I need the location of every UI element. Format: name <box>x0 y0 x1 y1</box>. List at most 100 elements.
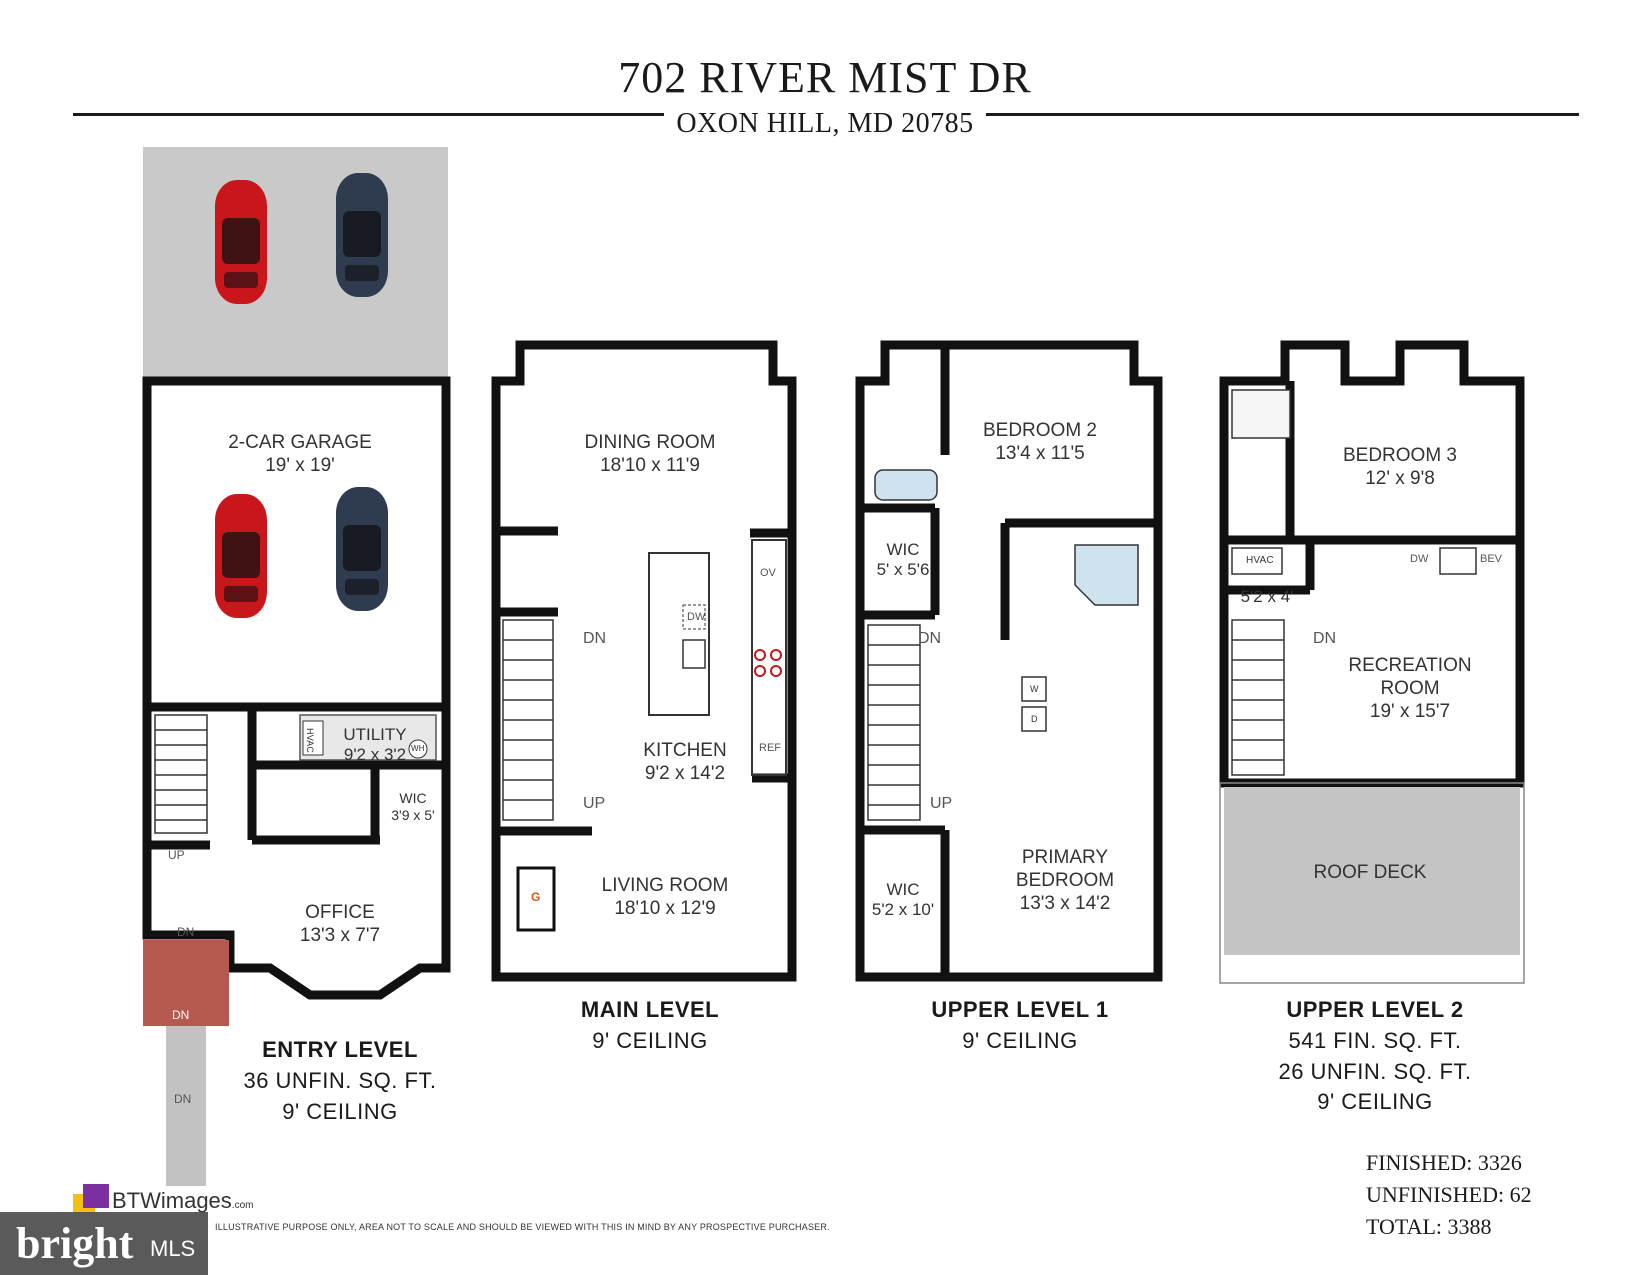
primary-dim: 13'3 x 14'2 <box>1019 892 1111 914</box>
main-stairs-up-label: UP <box>583 795 606 812</box>
main-level-walls <box>491 340 797 982</box>
bedroom-2-label: BEDROOM 2 13'4 x 11'5 <box>965 420 1115 466</box>
roof-deck-area <box>1224 787 1520 955</box>
driveway <box>143 147 448 379</box>
upper-level-1-ceiling: 9' CEILING <box>962 1027 1078 1053</box>
city-line-wrap: OXON HILL, MD 20785 <box>0 108 1650 140</box>
hvac-closet-dim: 5'2 x 4' <box>1240 587 1294 606</box>
upper-level-1-caption: UPPER LEVEL 1 9' CEILING <box>905 995 1135 1057</box>
kitchen-name: KITCHEN <box>643 740 727 761</box>
upper1-stairs-dn-label: DN <box>918 630 942 647</box>
red-car-driveway <box>215 180 267 304</box>
refrigerator-tag: REF <box>759 742 781 754</box>
upper-level-2-ceiling: 9' CEILING <box>1317 1089 1433 1115</box>
primary-bedroom-label: PRIMARY BEDROOM 13'3 x 14'2 <box>990 847 1140 915</box>
main-level-caption: MAIN LEVEL 9' CEILING <box>545 995 755 1057</box>
fireplace-g-tag: G <box>531 890 541 904</box>
utility-label: UTILITY 9'2 x 3'2 <box>330 725 420 766</box>
upper-level-1-title: UPPER LEVEL 1 <box>931 997 1109 1022</box>
upper1-tub <box>874 469 938 501</box>
entry-wic-name: WIC <box>399 790 427 806</box>
btw-logo-suffix: .com <box>231 1200 254 1211</box>
living-name: LIVING ROOM <box>601 875 729 896</box>
dining-room-label: DINING ROOM 18'10 x 11'9 <box>560 432 740 478</box>
entry-hvac-tag: HVAC <box>305 728 315 754</box>
water-heater-tag: WH <box>411 744 425 753</box>
bedroom3-dim: 12' x 9'8 <box>1365 467 1435 489</box>
recreation-name-2: ROOM <box>1380 677 1440 699</box>
entry-level-walls <box>142 376 451 1000</box>
stoop-dn-label: DN <box>172 1008 190 1022</box>
bright-logo-text: bright <box>16 1219 134 1268</box>
entry-level-caption: ENTRY LEVEL 36 UNFIN. SQ. FT. 9' CEILING <box>230 1035 450 1127</box>
upper1-wic-top-name: WIC <box>886 540 920 559</box>
entry-level-unfin: 36 UNFIN. SQ. FT. <box>243 1067 437 1093</box>
blue-car-driveway <box>336 173 388 297</box>
property-address: 702 RIVER MIST DR <box>618 53 1032 102</box>
walkway-dn-label: DN <box>174 1092 192 1106</box>
entry-stairs-up-label: UP <box>168 848 185 862</box>
living-dim: 18'10 x 12'9 <box>614 897 716 919</box>
upper-level-1-walls <box>855 340 1163 982</box>
bev-fridge-tag: BEV <box>1480 553 1503 565</box>
bedroom2-name: BEDROOM 2 <box>982 420 1098 441</box>
upper1-wic-top-label: WIC 5' x 5'6 <box>868 540 938 581</box>
cooktop-burners <box>754 649 782 677</box>
kitchen-island <box>648 552 710 716</box>
upper-level-2-unfin: 26 UNFIN. SQ. FT. <box>1278 1058 1472 1084</box>
recreation-room-label: RECREATION ROOM 19' x 15'7 <box>1335 655 1485 723</box>
garage-name: 2-CAR GARAGE <box>228 432 372 453</box>
upper2-hvac-tag: HVAC <box>1246 555 1274 566</box>
entry-dn-label: DN <box>177 925 195 939</box>
bright-mls-logo: bright MLS <box>0 1212 208 1275</box>
upper2-stairs <box>1231 619 1285 776</box>
dining-dim: 18'10 x 11'9 <box>600 454 700 476</box>
bedroom3-name: BEDROOM 3 <box>1342 445 1458 466</box>
red-car-garage <box>215 494 267 618</box>
finished-total: FINISHED: 3326 <box>1366 1150 1522 1175</box>
island-sink <box>682 639 706 669</box>
upper2-stairs-dn-label: DN <box>1313 630 1337 647</box>
primary-soaking-tub <box>1074 544 1139 606</box>
upper2-hvac-unit <box>1231 547 1283 575</box>
upper-level-2-caption: UPPER LEVEL 2 541 FIN. SQ. FT. 26 UNFIN.… <box>1255 995 1495 1118</box>
blue-car-garage <box>336 487 388 611</box>
utility-dim: 9'2 x 3'2 <box>343 745 407 765</box>
upper1-wic-bottom-name: WIC <box>886 880 920 899</box>
dryer-tag: D <box>1031 714 1038 724</box>
main-level-ceiling: 9' CEILING <box>592 1027 708 1053</box>
roof-deck-label: ROOF DECK <box>1313 862 1427 883</box>
square-footage-totals: FINISHED: 3326 UNFINISHED: 62 TOTAL: 338… <box>1366 1147 1532 1243</box>
upper1-wic-bottom-label: WIC 5'2 x 10' <box>866 880 940 921</box>
dryer <box>1021 706 1047 732</box>
upper2-shower <box>1231 389 1291 439</box>
kitchen-label: KITCHEN 9'2 x 14'2 <box>620 740 750 786</box>
roof-deck-outline <box>1219 782 1525 984</box>
office-name: OFFICE <box>305 902 375 923</box>
kitchen-counter <box>751 539 787 776</box>
upper1-stairs <box>867 624 921 821</box>
main-dw-tag: DW <box>687 611 706 623</box>
water-heater <box>408 739 428 759</box>
upper-level-2-title: UPPER LEVEL 2 <box>1286 997 1464 1022</box>
recreation-name-1: RECREATION <box>1348 655 1472 676</box>
main-stairs <box>502 619 554 821</box>
dishwasher <box>682 604 706 630</box>
office-label: OFFICE 13'3 x 7'7 <box>270 902 410 948</box>
primary-name-1: PRIMARY <box>1021 847 1109 868</box>
btw-images-logo: BTWimages.com <box>112 1188 253 1214</box>
entry-wic-label: WIC 3'9 x 5' <box>378 790 448 824</box>
hvac-unit <box>302 720 324 756</box>
upper1-wic-bottom-dim: 5'2 x 10' <box>871 900 935 920</box>
entry-level-ceiling: 9' CEILING <box>282 1098 398 1124</box>
upper2-dw-tag: DW <box>1410 553 1429 565</box>
entry-wic-dim: 3'9 x 5' <box>391 806 435 823</box>
unfinished-total: UNFINISHED: 62 <box>1366 1182 1532 1207</box>
disclaimer-text: ILLUSTRATIVE PURPOSE ONLY, AREA NOT TO S… <box>215 1222 830 1232</box>
washer <box>1021 676 1047 702</box>
upper1-stairs-up-label: UP <box>930 795 953 812</box>
mls-logo-text: MLS <box>150 1236 196 1261</box>
main-stairs-dn-label: DN <box>583 630 607 647</box>
wet-bar-sink <box>1439 547 1477 575</box>
